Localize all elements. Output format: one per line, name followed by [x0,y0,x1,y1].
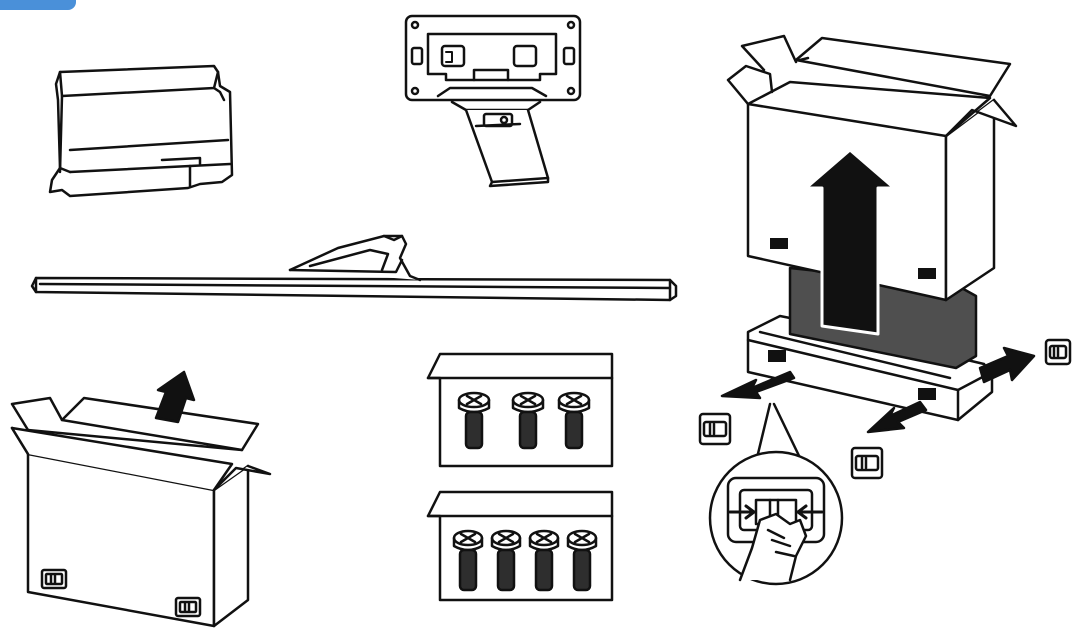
open-box-with-up-arrow-icon [12,372,270,626]
arrow-down-left-icon [722,372,794,398]
box-clip-icon [1046,340,1070,364]
box-side [214,466,248,626]
stand-base-bar-icon [32,236,676,300]
box-flap-back [742,36,796,70]
stand-neck-icon [50,66,232,196]
arrow-right-icon [980,348,1034,382]
lift-box-up-arrow-icon [722,36,1034,432]
wall-bracket-with-neck-icon [406,16,580,186]
screw-pack-icon [428,354,612,466]
carry-handle-icon [42,570,66,588]
screw-pack-icon [428,492,612,600]
carry-handle-icon [770,238,788,249]
box-flap-top [796,38,1010,96]
box-flap-left [728,66,772,104]
box-clip-icon [852,448,882,478]
box-clip-icon [700,414,730,444]
carry-handle-icon [918,268,936,279]
corner-tab [0,0,76,10]
carry-handle-icon [176,598,200,616]
box-flap-left [12,398,62,430]
